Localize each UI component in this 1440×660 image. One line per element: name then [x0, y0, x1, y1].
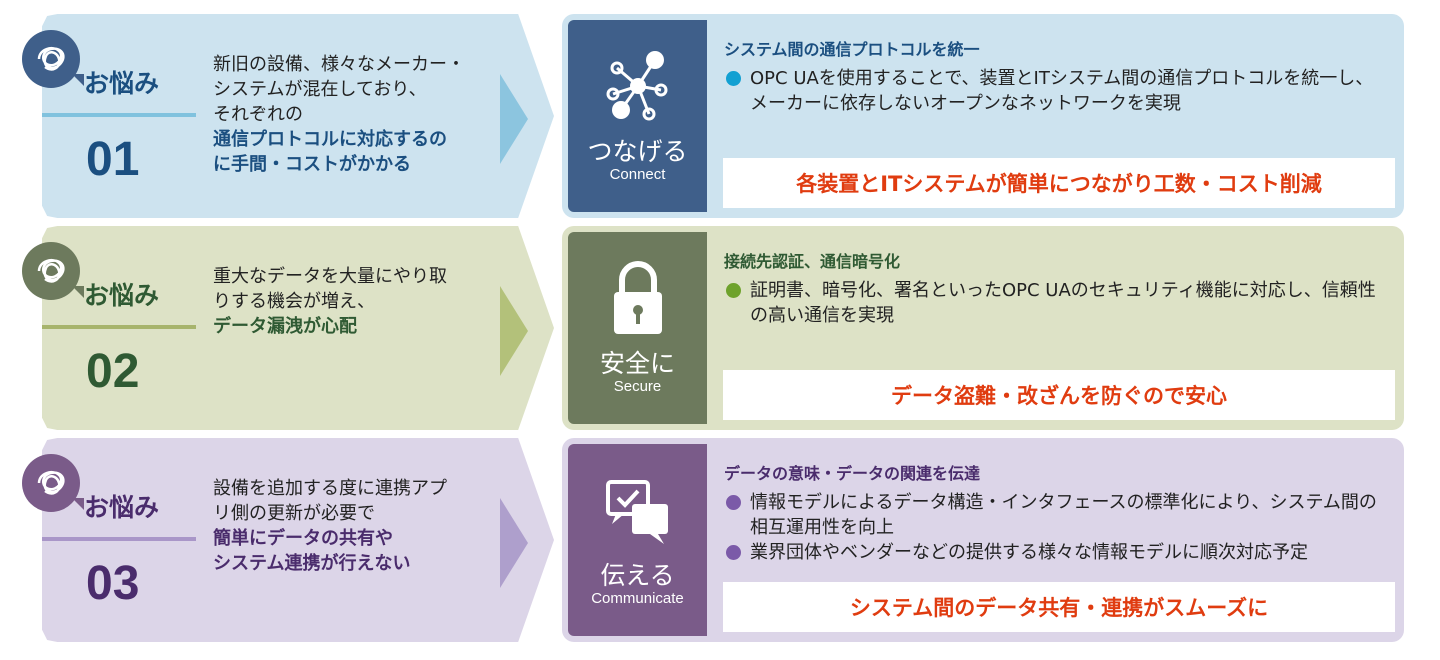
bullet-list: OPC UAを使用することで、装置とITシステム間の通信プロトコルを統一し、メー… — [724, 66, 1384, 116]
bullet-item: 証明書、暗号化、署名といったOPC UAのセキュリティ機能に対応し、信頼性の高い… — [724, 278, 1384, 328]
network-icon — [568, 46, 707, 126]
solution-label: 伝える — [600, 561, 675, 590]
worry-bubble-icon — [22, 242, 84, 300]
problem-line: リ側の更新が必要で — [213, 503, 375, 524]
bullet-item: 業界団体やベンダーなどの提供する様々な情報モデルに順次対応予定 — [724, 540, 1384, 565]
solution-label-en: Connect — [609, 166, 666, 183]
divider — [42, 113, 196, 117]
lock-icon — [568, 258, 707, 338]
row-01: お悩み 01 新旧の設備、様々なメーカー・システムが混在しており、それぞれの 通… — [0, 14, 1440, 220]
solution-label-en: Communicate — [591, 590, 684, 607]
bullet-dot-icon — [726, 495, 741, 510]
problem-number: 01 — [86, 133, 140, 186]
worry-label: お悩み — [84, 281, 160, 310]
chat-check-icon — [568, 470, 707, 550]
solution-title: データの意味・データの関連を伝達 — [724, 464, 981, 483]
problem-line: 設備を追加する度に連携アプ — [213, 478, 447, 499]
divider — [42, 537, 196, 541]
problem-line: それぞれの — [213, 104, 303, 125]
solution-box: 伝える Communicate データの意味・データの関連を伝達 情報モデルによ… — [562, 438, 1404, 642]
problem-text: 新旧の設備、様々なメーカー・システムが混在しており、それぞれの 通信プロトコルに… — [213, 52, 503, 177]
solution-label-en: Secure — [613, 378, 662, 395]
bullet-dot-icon — [726, 71, 741, 86]
bullet-text: 業界団体やベンダーなどの提供する様々な情報モデルに順次対応予定 — [750, 542, 1308, 563]
solution-box: つなげる Connect システム間の通信プロトコルを統一 OPC UAを使用す… — [562, 14, 1404, 218]
row-03: お悩み 03 設備を追加する度に連携アプリ側の更新が必要で 簡単にデータの共有や… — [0, 438, 1440, 644]
bullet-text: 情報モデルによるデータ構造・インタフェースの標準化により、システム間の相互運用性… — [750, 492, 1377, 538]
problem-line: りする機会が増え、 — [213, 291, 375, 312]
problem-emphasis: データ漏洩が心配 — [213, 316, 357, 337]
worry-bubble-icon — [22, 454, 84, 512]
worry-label: お悩み — [84, 69, 160, 98]
solution-panel: つなげる Connect — [568, 20, 707, 212]
solution-box: 安全に Secure 接続先認証、通信暗号化 証明書、暗号化、署名といったOPC… — [562, 226, 1404, 430]
problem-emphasis: 簡単にデータの共有や — [213, 528, 393, 549]
problem-line: 重大なデータを大量にやり取 — [213, 266, 447, 287]
solution-label: 安全に — [599, 349, 675, 378]
solution-panel: 安全に Secure — [568, 232, 707, 424]
result-banner: データ盗難・改ざんを防ぐので安心 — [723, 370, 1395, 420]
bullet-text: 証明書、暗号化、署名といったOPC UAのセキュリティ機能に対応し、信頼性の高い… — [750, 280, 1376, 326]
solution-panel: 伝える Communicate — [568, 444, 707, 636]
problem-emphasis: システム連携が行えない — [213, 553, 411, 574]
problem-text: 設備を追加する度に連携アプリ側の更新が必要で 簡単にデータの共有やシステム連携が… — [213, 476, 503, 576]
problem-number: 03 — [86, 557, 140, 610]
bullet-dot-icon — [726, 545, 741, 560]
problem-emphasis: 通信プロトコルに対応するの — [213, 129, 447, 150]
solution-label: つなげる — [587, 137, 688, 166]
problem-emphasis: に手間・コストがかかる — [213, 154, 411, 175]
result-banner: システム間のデータ共有・連携がスムーズに — [723, 582, 1395, 632]
divider — [42, 325, 196, 329]
bullet-item: 情報モデルによるデータ構造・インタフェースの標準化により、システム間の相互運用性… — [724, 490, 1384, 540]
problem-line: 新旧の設備、様々なメーカー・ — [213, 54, 465, 75]
result-banner: 各装置とITシステムが簡単につながり工数・コスト削減 — [723, 158, 1395, 208]
bullet-dot-icon — [726, 283, 741, 298]
bullet-list: 情報モデルによるデータ構造・インタフェースの標準化により、システム間の相互運用性… — [724, 490, 1384, 565]
worry-bubble-icon — [22, 30, 84, 88]
worry-label: お悩み — [84, 493, 160, 522]
problem-line: システムが混在しており、 — [213, 79, 427, 100]
bullet-item: OPC UAを使用することで、装置とITシステム間の通信プロトコルを統一し、メー… — [724, 66, 1384, 116]
problem-text: 重大なデータを大量にやり取りする機会が増え、 データ漏洩が心配 — [213, 264, 503, 339]
bullet-list: 証明書、暗号化、署名といったOPC UAのセキュリティ機能に対応し、信頼性の高い… — [724, 278, 1384, 328]
solution-title: システム間の通信プロトコルを統一 — [724, 40, 980, 59]
solution-title: 接続先認証、通信暗号化 — [724, 252, 901, 271]
problem-number: 02 — [86, 345, 140, 398]
bullet-text: OPC UAを使用することで、装置とITシステム間の通信プロトコルを統一し、メー… — [750, 68, 1374, 114]
row-02: お悩み 02 重大なデータを大量にやり取りする機会が増え、 データ漏洩が心配 安… — [0, 226, 1440, 432]
